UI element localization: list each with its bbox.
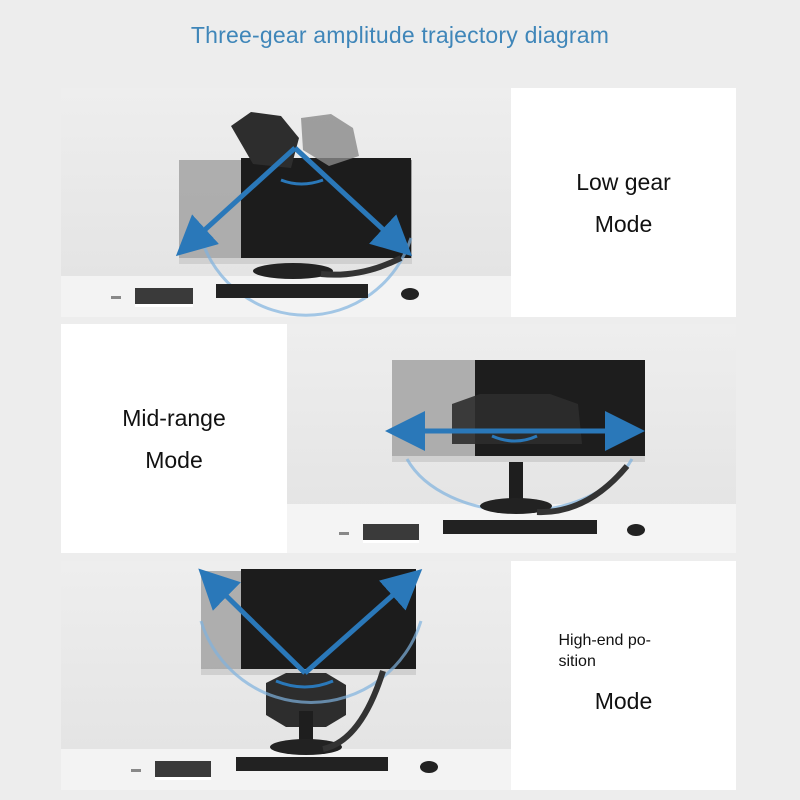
monitor-photo-high-end xyxy=(61,561,511,790)
mode-label-high-end: Mode xyxy=(594,687,653,714)
heading-high-end: High-end po- sition xyxy=(559,630,689,672)
label-box-low-gear: Low gear Mode xyxy=(511,88,736,317)
monitor-photo-mid-range xyxy=(287,324,736,553)
monitor-photo-low-gear xyxy=(61,88,511,317)
panel-high-end: High-end po- sition Mode xyxy=(61,561,736,790)
label-box-mid-range: Mid-range Mode xyxy=(61,324,287,553)
heading-high-end-line1: High-end po- xyxy=(558,631,652,649)
mode-label-low-gear: Mode xyxy=(594,210,653,237)
heading-mid-range: Mid-range xyxy=(122,404,226,431)
panel-low-gear: Low gear Mode xyxy=(61,88,736,317)
page-title: Three-gear amplitude trajectory diagram xyxy=(190,22,610,48)
panel-mid-range: Mid-range Mode xyxy=(61,324,736,553)
heading-high-end-line2: sition xyxy=(558,652,596,670)
mode-label-mid-range: Mode xyxy=(145,446,203,473)
heading-low-gear: Low gear xyxy=(576,168,671,195)
label-box-high-end: High-end po- sition Mode xyxy=(511,561,736,790)
